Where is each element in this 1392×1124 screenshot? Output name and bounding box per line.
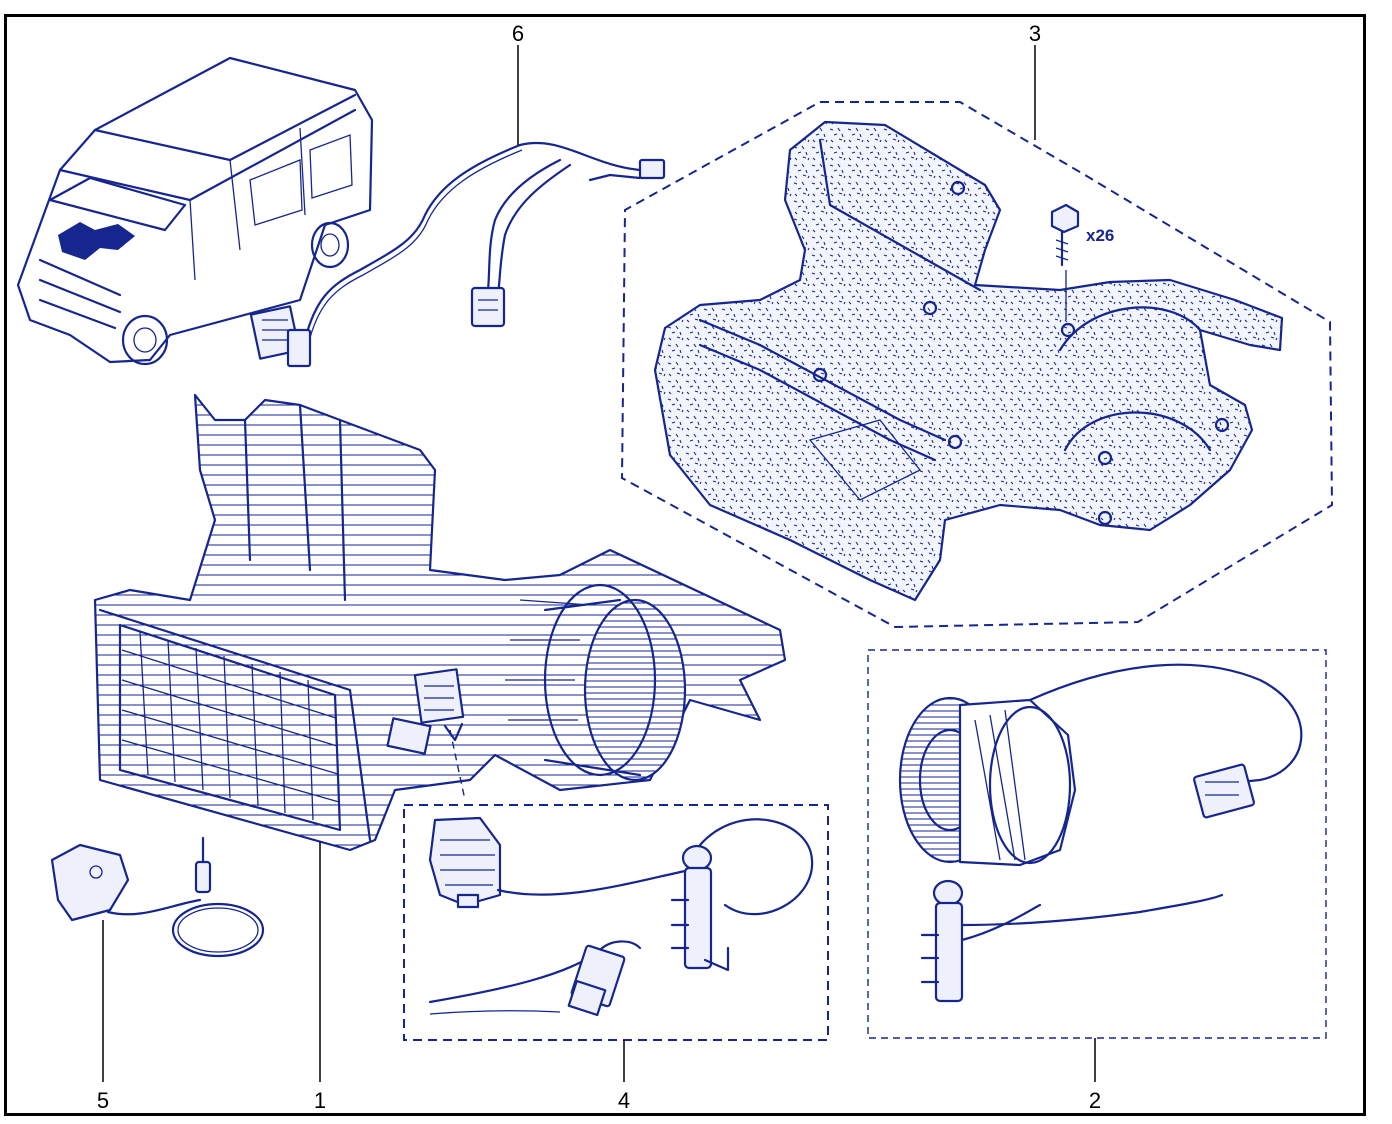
- callout-4: 4: [617, 1088, 631, 1113]
- part-2-outline: [867, 649, 1327, 1039]
- part-3-outline: [620, 101, 1334, 629]
- heater-unit-icon: [93, 393, 787, 852]
- sensor-icon: [50, 836, 265, 958]
- sensor-icon: [920, 879, 1224, 1003]
- connector-icon: [428, 940, 642, 1017]
- callout-5: 5: [96, 1088, 110, 1113]
- sensor-icon: [670, 844, 730, 972]
- diagram-frame: [4, 14, 1366, 1116]
- van-icon: [16, 56, 374, 366]
- callout-3: 3: [1028, 21, 1042, 46]
- wiring-harness-icon: [249, 141, 666, 368]
- pointer-arrow: [443, 722, 464, 742]
- resistor-icon: [428, 816, 814, 916]
- callout-1: 1: [313, 1088, 327, 1113]
- insulation-panel-icon: [653, 120, 1284, 602]
- part-4-outline: [403, 804, 829, 1041]
- blower-motor-icon: [898, 663, 1303, 867]
- screw-quantity-label: x26: [1086, 226, 1115, 245]
- callout-2: 2: [1088, 1088, 1102, 1113]
- callout-6: 6: [511, 21, 525, 46]
- screw-icon: [1050, 203, 1080, 320]
